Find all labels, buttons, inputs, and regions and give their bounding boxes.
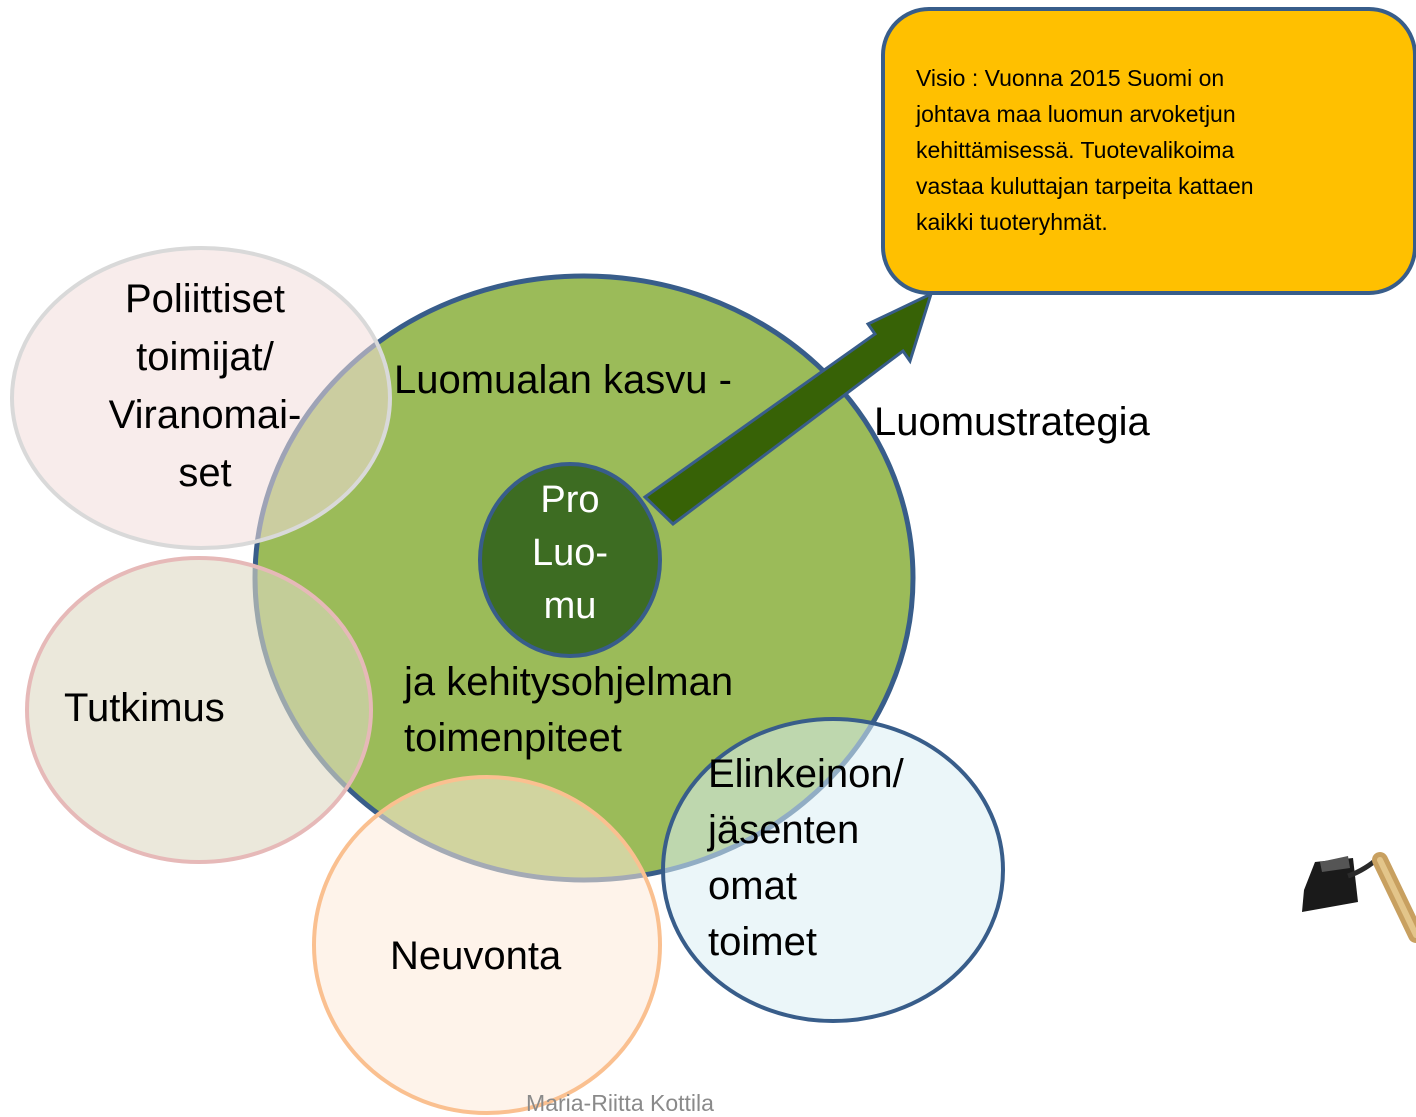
strategy-label: Luomustrategia bbox=[874, 400, 1150, 444]
research-circle bbox=[25, 556, 373, 864]
industry-line: Elinkeinon/ bbox=[708, 752, 904, 796]
politics-line: Viranomai- bbox=[108, 393, 302, 437]
vision-text: Visio : Vuonna 2015 Suomi on johtava maa… bbox=[916, 60, 1396, 240]
advisory-circle bbox=[312, 775, 662, 1115]
industry-line: toimet bbox=[708, 920, 817, 964]
vision-line: Visio : Vuonna 2015 Suomi on bbox=[916, 65, 1225, 91]
growth-arrow bbox=[642, 291, 934, 526]
author-footer: Maria-Riitta Kottila bbox=[526, 1090, 714, 1116]
program-label: ja kehitysohjelman toimenpiteet bbox=[404, 654, 733, 766]
politics-label: Poliittiset toimijat/ Viranomai- set bbox=[60, 270, 350, 502]
pro-line: mu bbox=[543, 585, 597, 627]
vision-line: kaikki tuoteryhmät. bbox=[916, 209, 1108, 235]
pro-line: Luo- bbox=[531, 532, 609, 574]
politics-line: set bbox=[178, 451, 232, 495]
politics-line: toimijat/ bbox=[136, 335, 274, 379]
pro-luomu-circle bbox=[478, 462, 662, 658]
industry-line: omat bbox=[708, 864, 797, 908]
vision-line: vastaa kuluttajan tarpeita kattaen bbox=[916, 173, 1254, 199]
pro-line: Pro bbox=[540, 479, 600, 521]
vision-line: kehittämisessä. Tuotevalikoima bbox=[916, 137, 1235, 163]
program-line: ja kehitysohjelman bbox=[404, 660, 734, 704]
hoe-icon bbox=[1302, 852, 1416, 943]
growth-label: Luomualan kasvu - bbox=[394, 358, 732, 402]
vision-box bbox=[881, 7, 1416, 295]
program-line: toimenpiteet bbox=[404, 716, 622, 760]
research-label: Tutkimus bbox=[64, 686, 225, 730]
vision-line: johtava maa luomun arvoketjun bbox=[916, 101, 1236, 127]
industry-circle bbox=[661, 717, 1005, 1023]
politics-circle bbox=[10, 246, 392, 550]
politics-line: Poliittiset bbox=[124, 277, 286, 321]
advisory-label: Neuvonta bbox=[390, 934, 562, 978]
industry-line: jäsenten bbox=[708, 808, 860, 852]
industry-label: Elinkeinon/ jäsenten omat toimet bbox=[708, 746, 904, 970]
pro-luomu-label: Pro Luo- mu bbox=[482, 474, 658, 633]
